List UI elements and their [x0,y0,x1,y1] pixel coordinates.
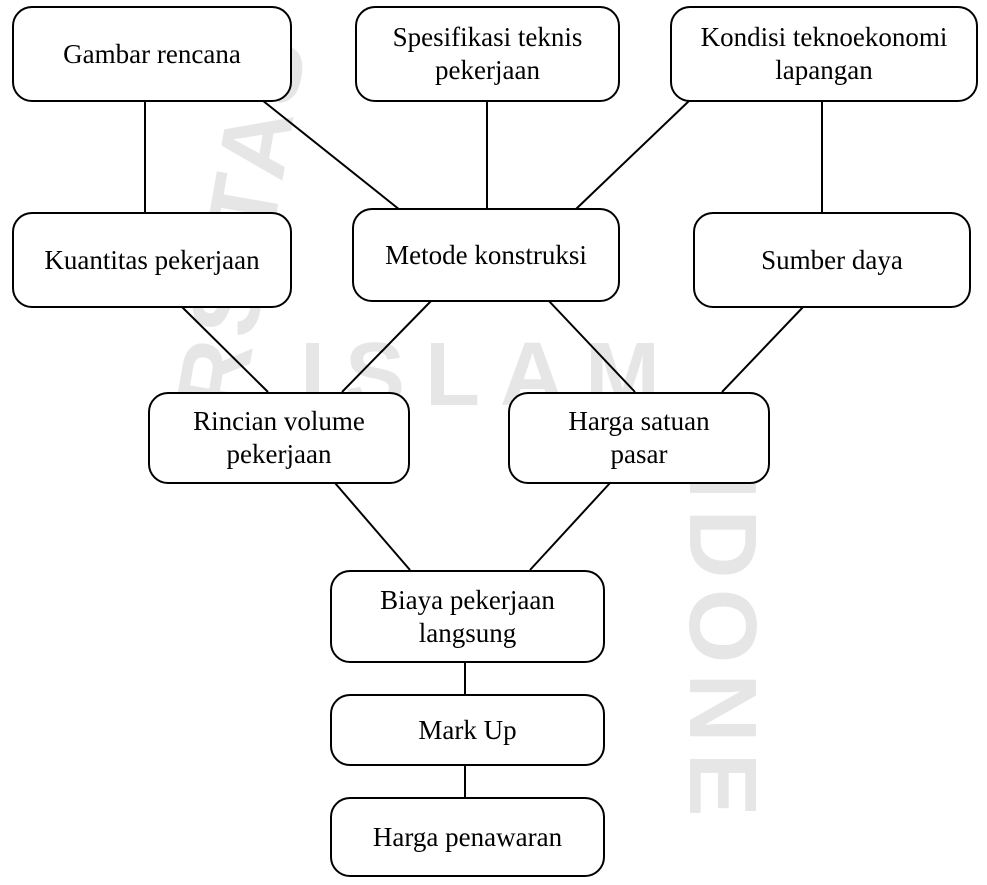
edge-metode-harga-satuan [547,299,636,393]
edge-rincian-biaya [334,482,411,571]
node-biaya-pekerjaan: Biaya pekerjaan langsung [330,570,605,663]
node-mark-up: Mark Up [330,694,605,766]
node-kuantitas-pekerjaan: Kuantitas pekerjaan [12,212,292,308]
edge-sumber-harga-satuan [721,304,806,393]
edge-metode-rincian [341,299,433,393]
edge-kuantitas-rincian [179,304,269,393]
edge-harga-satuan-biaya [529,482,611,571]
node-harga-satuan: Harga satuan pasar [508,392,770,484]
edge-gambar-metode [261,99,401,211]
node-rincian-volume: Rincian volume pekerjaan [148,392,410,484]
node-kondisi-teknoekonomi: Kondisi teknoekonomi lapangan [670,6,978,102]
edge-kondisi-metode [574,99,691,211]
node-spesifikasi-teknis: Spesifikasi teknis pekerjaan [355,6,620,102]
node-gambar-rencana: Gambar rencana [12,6,292,102]
node-harga-penawaran: Harga penawaran [330,797,605,877]
node-sumber-daya: Sumber daya [693,212,971,308]
node-metode-konstruksi: Metode konstruksi [352,208,620,302]
